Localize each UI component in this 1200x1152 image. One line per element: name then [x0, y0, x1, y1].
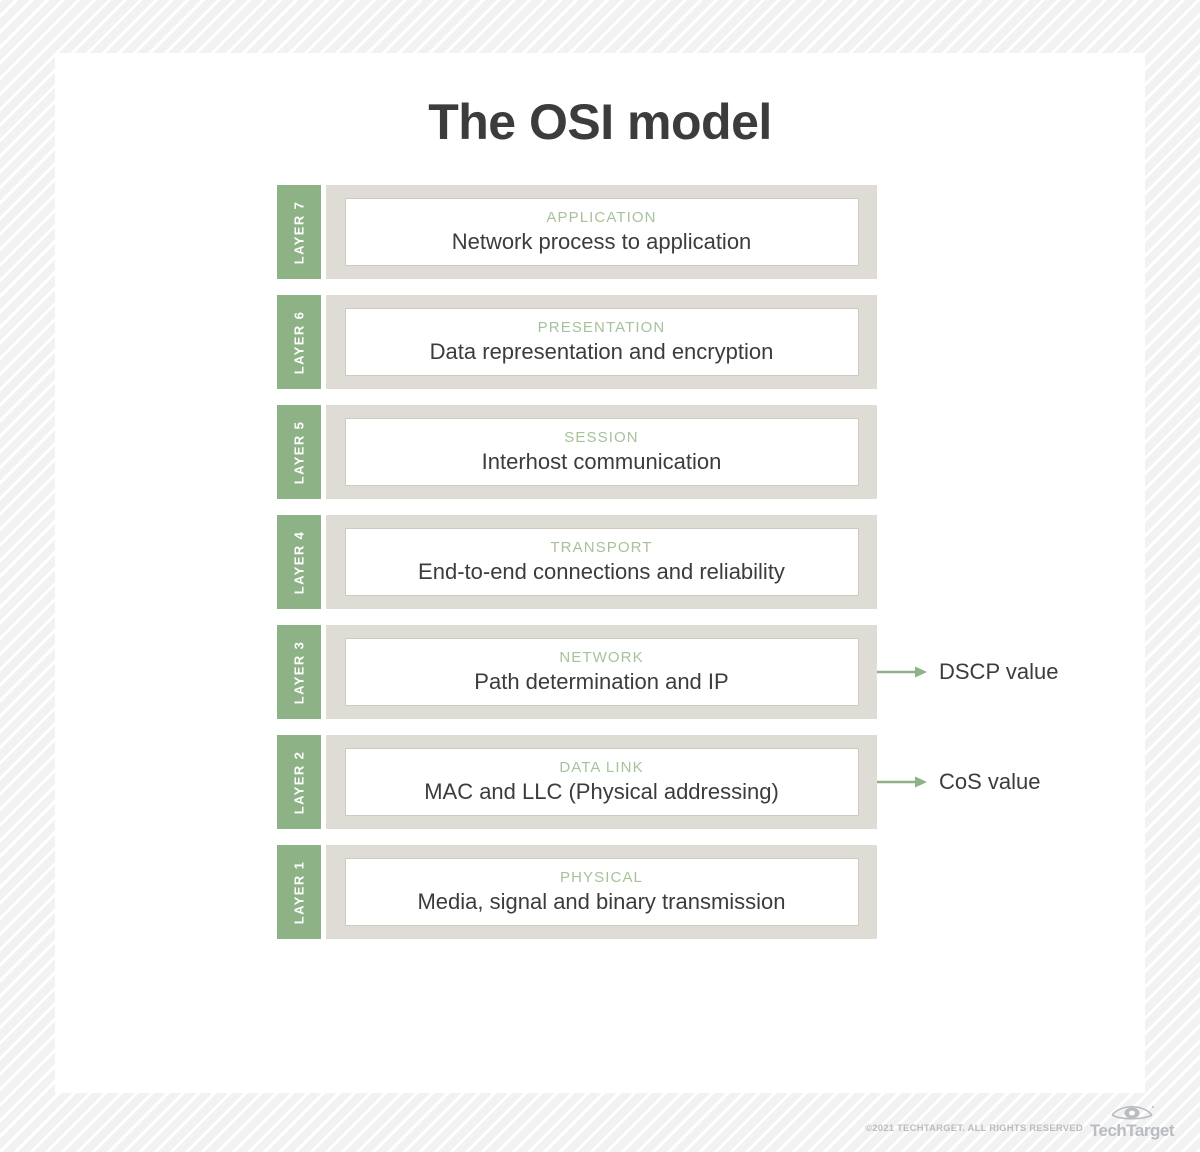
- copyright-text: ©2021 TECHTARGET. ALL RIGHTS RESERVED: [865, 1123, 1083, 1134]
- layer-tab-label: LAYER 1: [291, 860, 307, 924]
- eye-icon: [1111, 1105, 1154, 1120]
- layer-row: LAYER 5 SESSION Interhost communication: [277, 405, 877, 499]
- layer-content-box: TRANSPORT End-to-end connections and rel…: [344, 528, 859, 596]
- layer-band: PHYSICAL Media, signal and binary transm…: [326, 845, 877, 939]
- arrow-right-icon: [877, 776, 927, 788]
- annotation-label: CoS value: [939, 769, 1041, 794]
- layer-name: TRANSPORT: [550, 538, 653, 556]
- page-title: The OSI model: [428, 94, 772, 150]
- layer-name: PRESENTATION: [537, 318, 666, 336]
- annotation-dscp: DSCP value: [877, 659, 1058, 685]
- layer-tab-5: LAYER 5: [277, 405, 321, 499]
- techtarget-logo: TechTarget: [1089, 1102, 1175, 1140]
- footer: ©2021 TECHTARGET. ALL RIGHTS RESERVED Te…: [865, 1102, 1175, 1140]
- diagram-card: The OSI model LAYER 7 APPLICATION Networ…: [55, 53, 1145, 1093]
- layer-description: Data representation and encryption: [429, 339, 774, 365]
- layer-tab-7: LAYER 7: [277, 185, 321, 279]
- layer-band: NETWORK Path determination and IP: [326, 625, 877, 719]
- layer-tab-label: LAYER 3: [291, 640, 307, 704]
- layer-band: DATA LINK MAC and LLC (Physical addressi…: [326, 735, 877, 829]
- layer-content-box: APPLICATION Network process to applicati…: [344, 198, 859, 266]
- layer-name: DATA LINK: [559, 758, 644, 776]
- layer-description: Interhost communication: [481, 449, 722, 475]
- layer-tab-label: LAYER 6: [291, 310, 307, 374]
- layer-row: LAYER 3 NETWORK Path determination and I…: [277, 625, 1058, 719]
- layer-tab-label: LAYER 4: [291, 530, 307, 594]
- layer-content-box: PRESENTATION Data representation and enc…: [344, 308, 859, 376]
- layer-tab-4: LAYER 4: [277, 515, 321, 609]
- arrow-right-icon: [877, 666, 927, 678]
- layer-band: APPLICATION Network process to applicati…: [326, 185, 877, 279]
- layer-content-box: SESSION Interhost communication: [344, 418, 859, 486]
- osi-layer-stack: LAYER 7 APPLICATION Network process to a…: [277, 185, 1058, 955]
- layer-description: End-to-end connections and reliability: [418, 559, 785, 585]
- layer-tab-label: LAYER 7: [291, 200, 307, 264]
- layer-name: APPLICATION: [546, 208, 657, 226]
- layer-name: SESSION: [564, 428, 639, 446]
- annotation-cos: CoS value: [877, 769, 1041, 795]
- layer-row: LAYER 1 PHYSICAL Media, signal and binar…: [277, 845, 877, 939]
- layer-tab-2: LAYER 2: [277, 735, 321, 829]
- layer-name: NETWORK: [559, 648, 644, 666]
- layer-tab-1: LAYER 1: [277, 845, 321, 939]
- layer-row: LAYER 2 DATA LINK MAC and LLC (Physical …: [277, 735, 1041, 829]
- layer-content-box: PHYSICAL Media, signal and binary transm…: [344, 858, 859, 926]
- layer-row: LAYER 4 TRANSPORT End-to-end connections…: [277, 515, 877, 609]
- annotation-label: DSCP value: [939, 659, 1059, 684]
- layer-tab-3: LAYER 3: [277, 625, 321, 719]
- layer-content-box: DATA LINK MAC and LLC (Physical addressi…: [344, 748, 859, 816]
- layer-row: LAYER 6 PRESENTATION Data representation…: [277, 295, 877, 389]
- layer-name: PHYSICAL: [560, 868, 643, 886]
- layer-tab-label: LAYER 5: [291, 420, 307, 484]
- layer-row: LAYER 7 APPLICATION Network process to a…: [277, 185, 877, 279]
- techtarget-wordmark: TechTarget: [1089, 1121, 1175, 1140]
- layer-band: PRESENTATION Data representation and enc…: [326, 295, 877, 389]
- layer-description: Path determination and IP: [474, 669, 729, 695]
- layer-tab-6: LAYER 6: [277, 295, 321, 389]
- layer-band: TRANSPORT End-to-end connections and rel…: [326, 515, 877, 609]
- layer-tab-label: LAYER 2: [291, 750, 307, 814]
- layer-description: Media, signal and binary transmission: [417, 889, 786, 915]
- layer-description: Network process to application: [451, 229, 752, 255]
- layer-description: MAC and LLC (Physical addressing): [424, 779, 779, 805]
- layer-content-box: NETWORK Path determination and IP: [344, 638, 859, 706]
- layer-band: SESSION Interhost communication: [326, 405, 877, 499]
